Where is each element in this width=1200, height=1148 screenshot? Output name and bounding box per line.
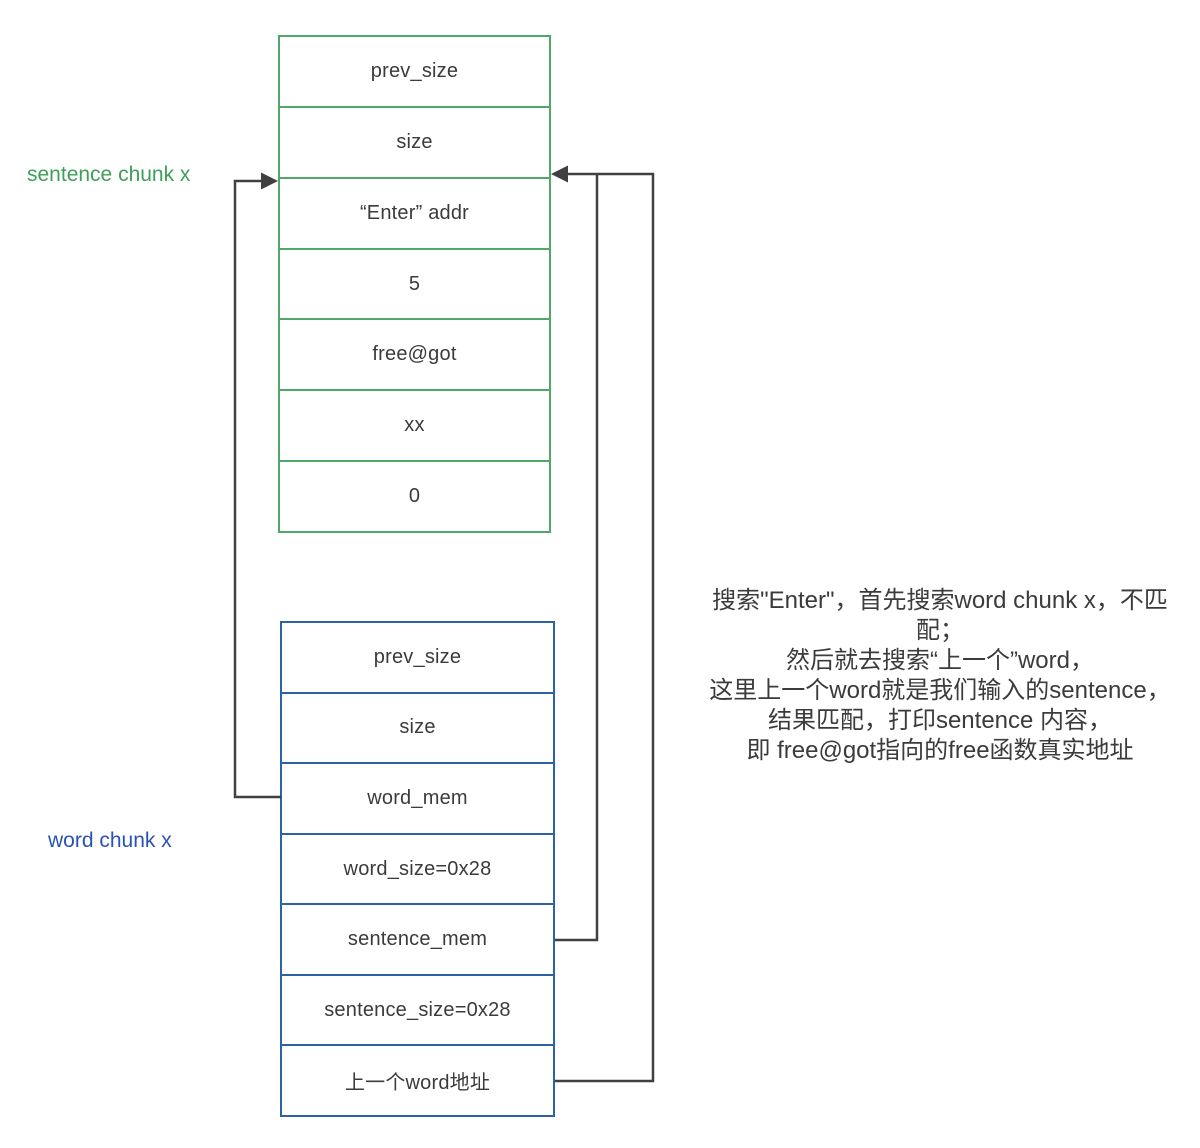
chunk-cell: size xyxy=(282,691,553,763)
chunk-cell: size xyxy=(280,105,549,177)
chunk-cell: xx xyxy=(280,389,549,460)
arrowhead-left-icon xyxy=(551,165,568,183)
annotation-line: 即 free@got指向的free函数真实地址 xyxy=(746,737,1134,764)
sentence-chunk: prev_size size “Enter” addr 5 free@got x… xyxy=(278,35,551,533)
annotation-text: 搜索"Enter"，首先搜索word chunk x，不匹配； 然后就去搜索“上… xyxy=(690,586,1190,766)
word-chunk: prev_size size word_mem word_size=0x28 s… xyxy=(280,621,555,1117)
sentence-chunk-label: sentence chunk x xyxy=(27,163,191,186)
annotation-line: 搜索"Enter"，首先搜索word chunk x，不匹配； xyxy=(712,587,1168,644)
chunk-cell: 5 xyxy=(280,247,549,319)
arrow-prev-word-addr-to-sentence-chunk xyxy=(555,172,655,1083)
chunk-cell: word_size=0x28 xyxy=(282,832,553,904)
chunk-cell: free@got xyxy=(280,318,549,389)
chunk-cell: word_mem xyxy=(282,762,553,833)
chunk-cell: prev_size xyxy=(370,59,459,82)
arrowhead-right-icon xyxy=(261,172,278,190)
chunk-cell: 上一个word地址 xyxy=(282,1044,553,1115)
annotation-line: 结果匹配，打印sentence 内容， xyxy=(767,707,1113,734)
chunk-cell: 0 xyxy=(280,460,549,531)
chunk-cell: prev_size xyxy=(373,645,462,668)
annotation-line: 这里上一个word就是我们输入的sentence， xyxy=(709,677,1171,704)
arrow-word-mem-to-sentence-chunk xyxy=(233,179,281,799)
word-chunk-label: word chunk x xyxy=(48,829,172,852)
arrow-sentence-mem-to-sentence-chunk xyxy=(555,174,599,942)
chunk-cell: “Enter” addr xyxy=(280,176,549,248)
annotation-line: 然后就去搜索“上一个”word， xyxy=(785,647,1094,674)
chunk-cell: sentence_size=0x28 xyxy=(282,973,553,1045)
chunk-cell: sentence_mem xyxy=(282,903,553,974)
